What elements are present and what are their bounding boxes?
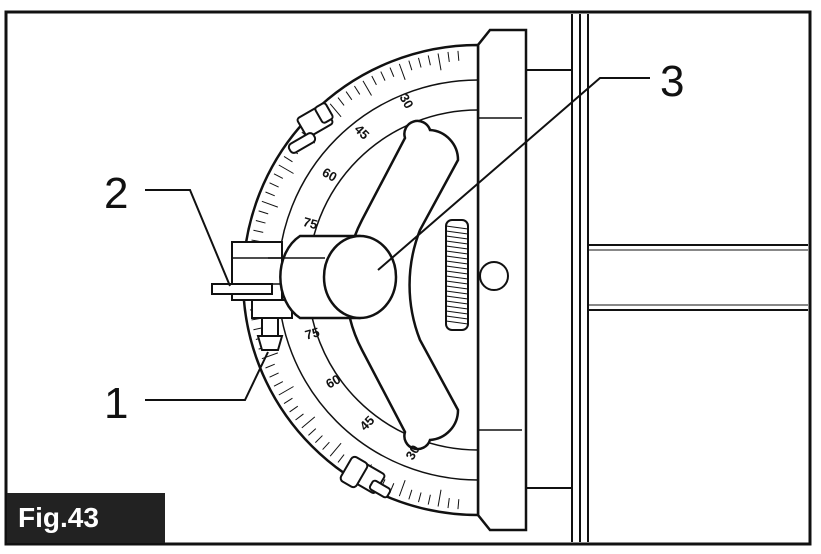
knurl-line: [445, 305, 469, 310]
degree-tick: [457, 499, 460, 510]
degree-tick: [322, 441, 330, 450]
knurl-line: [445, 265, 469, 270]
degree-tick: [261, 200, 279, 208]
knurl-line: [445, 255, 469, 260]
handle-knob: [268, 234, 398, 320]
degree-tick: [447, 498, 450, 509]
scale-numbers-bottom: 75 60 45 30: [303, 324, 423, 462]
degree-tick: [273, 381, 284, 387]
knurl-line: [445, 310, 469, 315]
leader-line-2: [145, 189, 231, 287]
degree-tick: [258, 210, 269, 215]
leader-lines: [145, 77, 650, 401]
degree-tick: [371, 75, 377, 86]
degree-tick: [265, 191, 275, 197]
degree-tick: [447, 51, 450, 62]
knurl-line: [445, 270, 469, 275]
knurl-line: [445, 300, 469, 305]
knurl-line: [445, 315, 469, 320]
knurl-line: [445, 260, 469, 265]
degree-tick: [398, 63, 406, 81]
knurl-line: [445, 230, 469, 235]
degree-tick: [283, 397, 293, 405]
degree-tick: [389, 67, 395, 77]
degree-tick: [273, 173, 284, 179]
knurled-knob: [445, 219, 509, 331]
knurl-line: [445, 295, 469, 300]
outer-frame: [4, 10, 812, 546]
degree-tick: [417, 57, 422, 68]
degree-tick: [295, 413, 304, 421]
degree-tick: [301, 416, 316, 429]
degree-tick: [337, 97, 345, 106]
scale-number-bottom-2: 60: [323, 371, 343, 391]
scale-number-bottom-1: 75: [303, 324, 321, 342]
degree-tick: [437, 53, 442, 71]
knurl-line: [445, 285, 469, 290]
degree-tick: [457, 50, 460, 61]
degree-tick: [362, 80, 372, 96]
knurl-line: [445, 235, 469, 240]
degree-tick: [329, 442, 342, 457]
degree-tick: [255, 219, 266, 224]
scale-number-top-1: 30: [396, 91, 416, 111]
knurl-line: [445, 320, 469, 325]
callout-2: 2: [104, 169, 128, 218]
degree-tick: [427, 494, 431, 505]
degree-tick: [380, 71, 386, 81]
degree-tick: [283, 155, 293, 163]
knurl-line: [445, 280, 469, 285]
degree-tick: [337, 454, 345, 463]
degree-tick: [269, 182, 279, 188]
degree-tick: [408, 60, 413, 71]
scale-number-bottom-4: 30: [403, 442, 423, 462]
degree-tick: [308, 428, 317, 436]
leader-line-1: [145, 351, 269, 401]
scale-number-top-4: 75: [301, 214, 319, 232]
knurl-line: [445, 290, 469, 295]
degree-tick: [253, 229, 264, 233]
degree-tick: [345, 91, 353, 101]
degree-tick: [427, 55, 431, 66]
scale-number-top-3: 60: [320, 165, 340, 185]
degree-tick: [417, 492, 422, 503]
leader-line-3: [377, 77, 650, 271]
degree-tick: [278, 386, 294, 396]
callout-3: 3: [660, 57, 684, 106]
knurl-line: [445, 225, 469, 230]
degree-tick: [398, 479, 406, 497]
knurl-line: [445, 240, 469, 245]
figure-label: Fig.43: [7, 493, 165, 543]
degree-tick: [353, 85, 361, 95]
degree-tick: [269, 372, 279, 378]
callout-1: 1: [104, 379, 128, 428]
top-lock-screw: [287, 102, 334, 154]
degree-tick: [265, 363, 275, 369]
degree-tick: [278, 164, 294, 174]
arc-slot: [344, 119, 460, 451]
degree-tick: [408, 489, 413, 500]
degree-tick: [329, 103, 342, 118]
knurl-line: [445, 250, 469, 255]
degree-tick: [289, 405, 299, 413]
bottom-lock-screw: [339, 455, 392, 499]
knurl-line: [445, 275, 469, 280]
degree-tick: [315, 435, 323, 443]
degree-tick: [437, 489, 442, 507]
knurl-line: [445, 245, 469, 250]
